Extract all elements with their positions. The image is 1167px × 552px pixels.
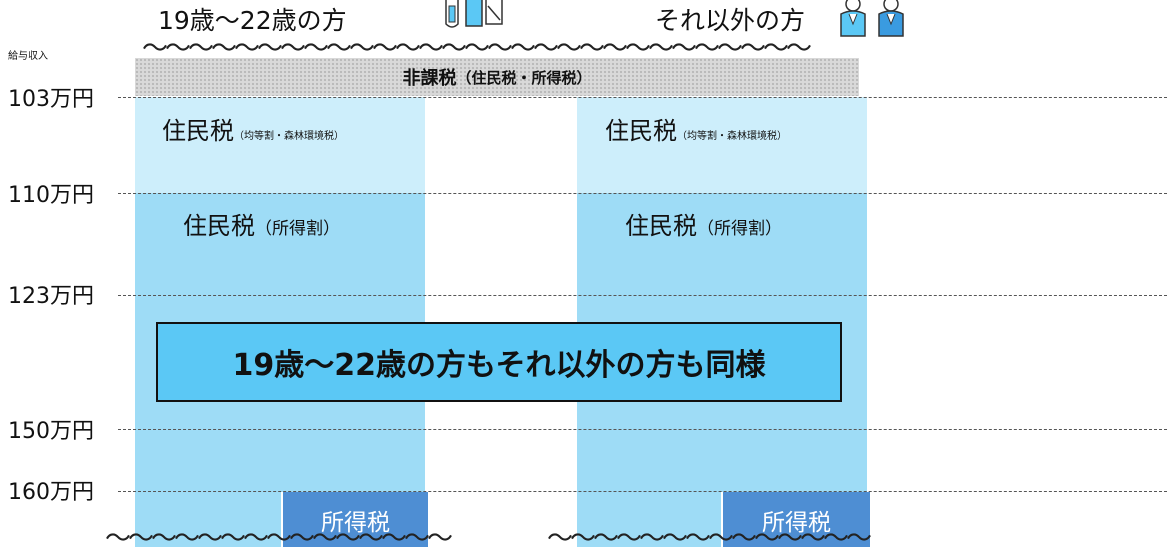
- axis-title: 給与収入: [8, 51, 48, 62]
- axis-label-150: 150万円: [8, 419, 94, 444]
- income-tax-block-others: 所得税: [721, 492, 870, 547]
- flat-tax-main: 住民税: [605, 117, 677, 145]
- flat-tax-label-young: 住民税（均等割・森林環境税）: [162, 119, 344, 143]
- income-tax-sub: （所得割）: [697, 219, 782, 239]
- guide-line-123: [118, 295, 1167, 296]
- guide-line-110: [118, 193, 1167, 194]
- bottom-wave-break-young: 〜〜〜〜〜〜〜〜〜〜〜〜〜〜〜: [105, 526, 453, 552]
- flat-tax-main: 住民税: [162, 117, 234, 145]
- same-treatment-banner: 19歳〜22歳の方もそれ以外の方も同様: [156, 322, 842, 402]
- income-tax-sub: （所得割）: [255, 219, 340, 239]
- income-tax-label-young: 住民税（所得割）: [183, 214, 340, 238]
- guide-line-150: [118, 429, 1167, 430]
- flat-rate-band-young: [135, 97, 425, 193]
- flat-tax-sub: （均等割・森林環境税）: [677, 131, 787, 142]
- flat-rate-band-others: [577, 97, 867, 193]
- workers-icon: [835, 0, 915, 38]
- axis-label-110: 110万円: [8, 183, 94, 208]
- income-tax-block-young: 所得税: [281, 492, 428, 547]
- nontax-sub: （住民税・所得税）: [456, 68, 592, 87]
- guide-line-103: [118, 97, 1167, 98]
- income-tax-main: 住民税: [625, 212, 697, 240]
- nontax-label: 非課税: [402, 68, 457, 89]
- column-title-young: 19歳〜22歳の方: [158, 6, 347, 35]
- axis-label-103: 103万円: [8, 87, 94, 112]
- income-tax-label-others: 住民税（所得割）: [625, 214, 782, 238]
- nontax-band: 非課税（住民税・所得税）: [135, 58, 859, 96]
- income-tax-main: 住民税: [183, 212, 255, 240]
- column-title-others: それ以外の方: [655, 6, 806, 35]
- axis-label-123: 123万円: [8, 284, 94, 309]
- flat-tax-sub: （均等割・森林環境税）: [234, 131, 344, 142]
- guide-line-160: [118, 491, 1167, 492]
- bottom-wave-break-others: 〜〜〜〜〜〜〜〜〜〜〜〜〜〜: [547, 526, 872, 552]
- flat-tax-label-others: 住民税（均等割・森林環境税）: [605, 119, 787, 143]
- axis-label-160: 160万円: [8, 480, 94, 505]
- top-wave-break: 〜〜〜〜〜〜〜〜〜〜〜〜〜〜〜〜〜〜〜〜〜〜〜〜〜〜〜〜〜: [142, 36, 812, 62]
- students-icon: [440, 0, 508, 30]
